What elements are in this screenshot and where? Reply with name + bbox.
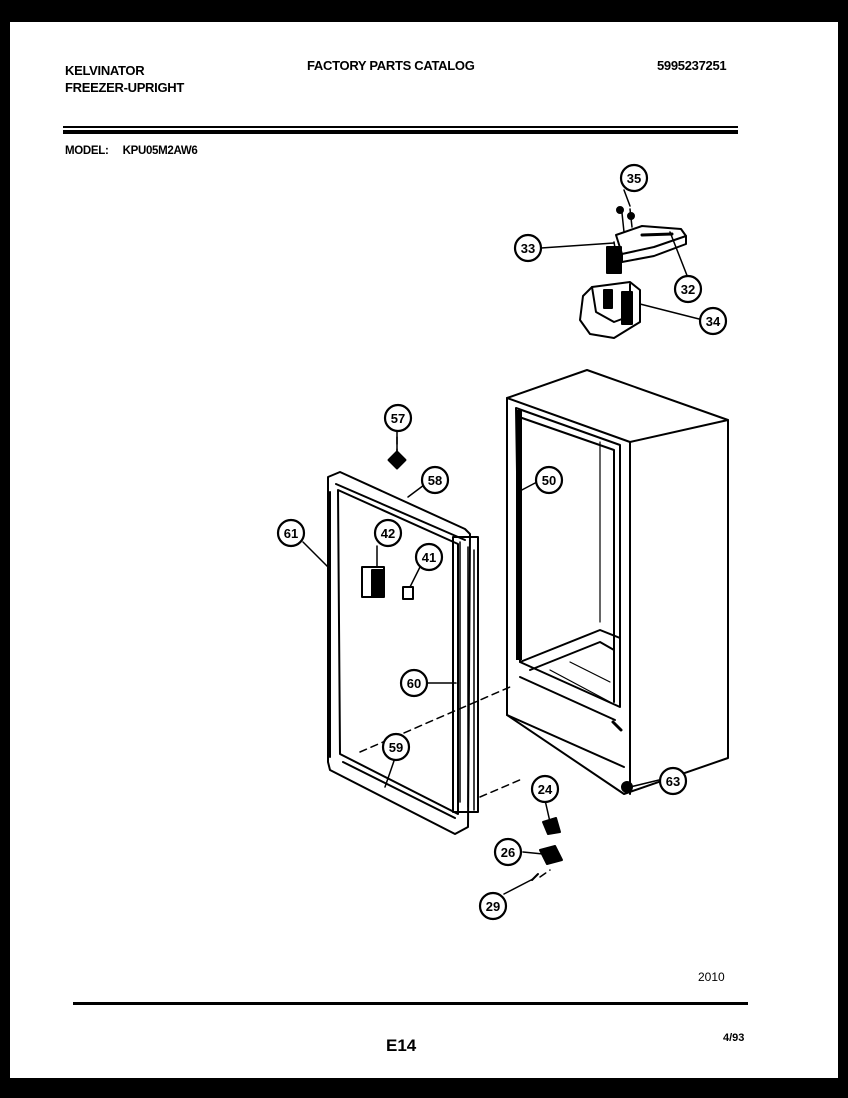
callout-60: 60 bbox=[399, 668, 429, 698]
svg-text:50: 50 bbox=[542, 473, 556, 488]
figure-number: 2010 bbox=[698, 970, 725, 984]
svg-text:41: 41 bbox=[422, 550, 436, 565]
page-code: E14 bbox=[386, 1036, 417, 1055]
callout-57: 57 bbox=[383, 403, 413, 433]
svg-text:57: 57 bbox=[391, 411, 405, 426]
svg-text:32: 32 bbox=[681, 282, 695, 297]
callout-61: 61 bbox=[276, 518, 306, 548]
revision-date: 4/93 bbox=[723, 1032, 745, 1044]
svg-text:24: 24 bbox=[538, 782, 553, 797]
svg-text:63: 63 bbox=[666, 774, 680, 789]
brand-name: KELVINATOR bbox=[65, 63, 145, 78]
callout-50: 50 bbox=[534, 465, 564, 495]
callout-26: 26 bbox=[493, 837, 523, 867]
callout-59: 59 bbox=[381, 732, 411, 762]
svg-text:60: 60 bbox=[407, 676, 421, 691]
catalog-title: FACTORY PARTS CATALOG bbox=[307, 58, 475, 73]
door bbox=[327, 450, 479, 835]
callout-35: 35 bbox=[619, 163, 649, 193]
callout-58: 58 bbox=[420, 465, 450, 495]
cabinet bbox=[506, 369, 729, 795]
exploded-parts-diagram: 35 33 32 34 57 58 50 61 42 41 60 59 24 6… bbox=[276, 163, 729, 921]
callout-63: 63 bbox=[658, 766, 688, 796]
callout-33: 33 bbox=[513, 233, 543, 263]
svg-text:34: 34 bbox=[706, 314, 721, 329]
svg-text:29: 29 bbox=[486, 899, 500, 914]
catalog-number: 5995237251 bbox=[657, 58, 727, 73]
construction-lines bbox=[359, 241, 617, 878]
svg-text:35: 35 bbox=[627, 171, 641, 186]
callout-34: 34 bbox=[698, 306, 728, 336]
svg-text:33: 33 bbox=[521, 241, 535, 256]
model-line: MODEL: KPU05M2AW6 bbox=[65, 145, 212, 157]
callout-32: 32 bbox=[673, 274, 703, 304]
callout-41: 41 bbox=[414, 542, 444, 572]
leader-lines bbox=[302, 189, 704, 895]
svg-text:42: 42 bbox=[381, 526, 395, 541]
header-rule-thick bbox=[63, 130, 738, 134]
callout-42: 42 bbox=[373, 518, 403, 548]
brand-block: KELVINATOR FREEZER-UPRIGHT bbox=[65, 62, 184, 96]
catalog-sheet: KELVINATOR FREEZER-UPRIGHT FACTORY PARTS… bbox=[10, 22, 838, 1078]
header-rule-thin bbox=[63, 126, 738, 128]
callout-29: 29 bbox=[478, 891, 508, 921]
product-type: FREEZER-UPRIGHT bbox=[65, 80, 185, 95]
svg-text:59: 59 bbox=[389, 740, 403, 755]
footer-rule bbox=[73, 1002, 748, 1005]
svg-text:58: 58 bbox=[428, 473, 442, 488]
svg-text:61: 61 bbox=[284, 526, 298, 541]
svg-text:26: 26 bbox=[501, 845, 515, 860]
callout-24: 24 bbox=[530, 774, 560, 804]
model-value: KPU05M2AW6 bbox=[122, 145, 198, 157]
top-hinge-assembly bbox=[579, 206, 687, 339]
model-label: MODEL: bbox=[65, 145, 109, 157]
callout-bubbles: 35 33 32 34 57 58 50 61 42 41 60 59 24 6… bbox=[276, 163, 728, 921]
